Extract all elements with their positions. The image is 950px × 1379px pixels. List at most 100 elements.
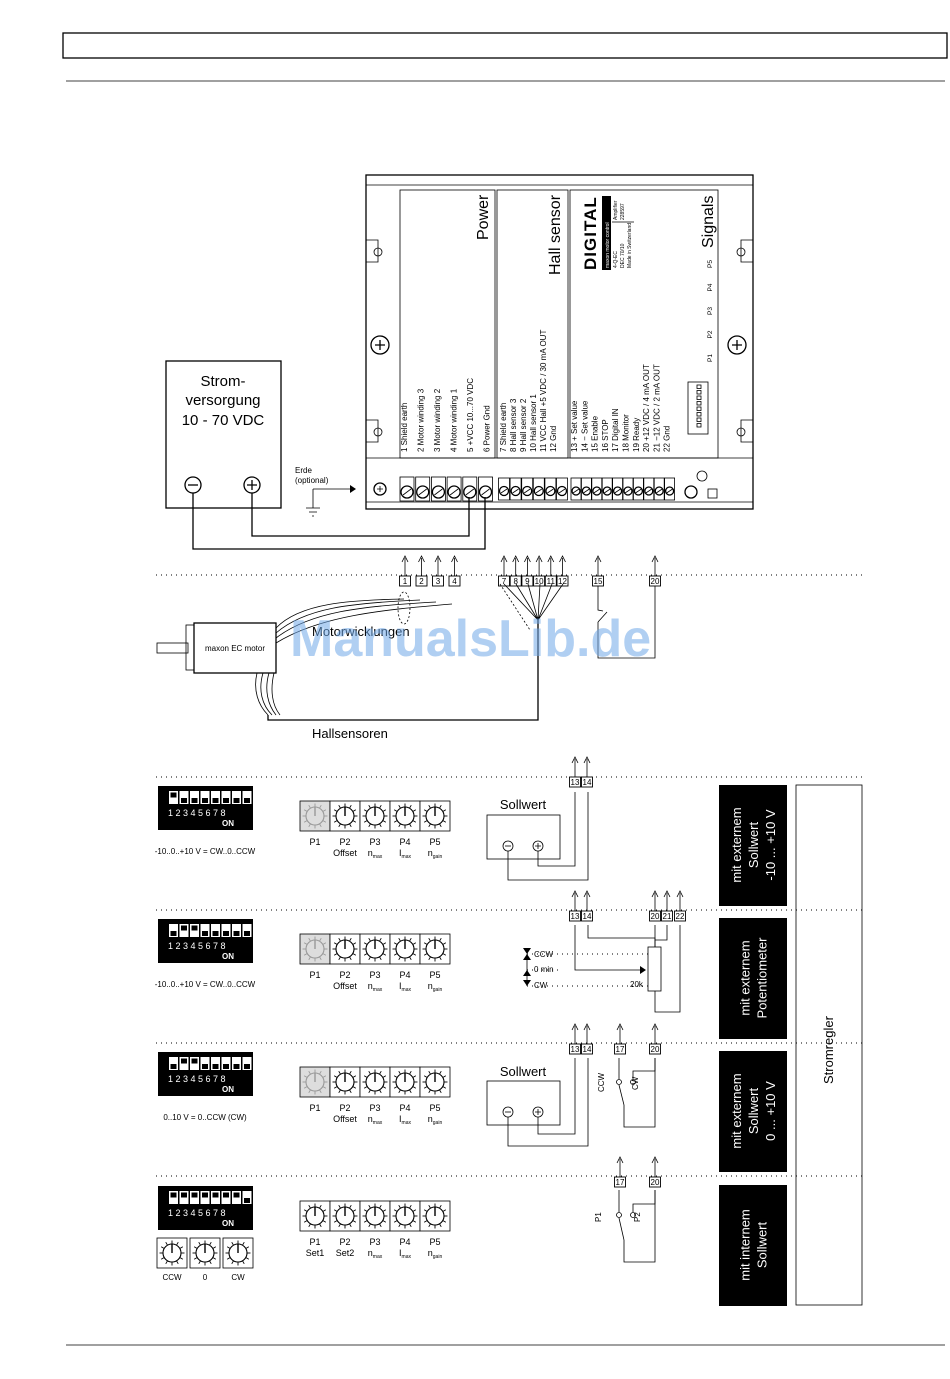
pot-sub: nmax [368,1248,383,1260]
dip-switch[interactable] [242,1191,252,1204]
dip-switch[interactable] [190,791,199,804]
terminal-number: 10 [535,577,544,586]
dip-switch[interactable] [200,924,210,937]
watermark: ManualsLib.de [290,610,651,668]
dip-numbers: 1 2 3 4 5 6 7 8 [168,941,226,951]
terminal-number: 11 [547,577,556,586]
mode-box [719,918,787,1039]
connector-icon [707,488,718,499]
dip-switch[interactable] [200,1057,210,1070]
knob-label: CCW [162,1273,182,1282]
header-frame [62,32,948,59]
mode-label: mit externem [738,940,753,1015]
brand-bar [602,196,611,270]
dip-switch[interactable] [211,1057,220,1070]
sec1-setpoint: Sollwert [486,792,589,881]
power-terminal-label: 5 +VCC 10...70 VDC [466,378,475,452]
terminal-tag [415,575,428,587]
pot-name: P1 [309,970,320,980]
dip-switch[interactable] [211,924,220,937]
controller-unit: Power Hall sensor Signals DIGITAL maxon … [365,174,754,510]
dip-switch[interactable] [232,924,241,937]
pot-sub: nmax [368,848,383,860]
pot-name: P2 [339,970,350,980]
pot-sub: Offset [333,1114,357,1124]
cw-label: CW [534,981,548,990]
mode-label: Potentiometer [755,937,770,1019]
hall-terminal-label: 12 Gnd [549,426,558,452]
dip-switch[interactable] [221,1057,231,1070]
terminal-tag [432,575,444,587]
terminal-number: 15 [594,577,603,586]
ccw-label: CCW [534,950,554,959]
power-title: Power [475,194,492,240]
signal-terminal-label: 16 STOP [601,419,610,452]
terminal-screw-icon [602,486,612,496]
terminal-tag [674,910,686,922]
mode-box [719,785,787,906]
pot-name: P3 [369,1103,380,1113]
dip-switch[interactable] [169,924,178,937]
signal-terminal-label: 22 Gnd [663,426,672,452]
terminal-screw-icon [571,486,581,496]
digital-logo: DIGITAL [581,196,600,270]
dip-switch [696,395,702,400]
dip-switch[interactable] [169,1057,178,1070]
dip-switch[interactable] [232,1057,241,1070]
mode-label: mit externem [729,1073,744,1148]
dip-switch[interactable] [221,791,231,804]
pot-sub: Set2 [336,1248,355,1258]
terminal-number: 1 [403,577,408,586]
hall-terminal-label: 8 Hall sensor 3 [509,398,518,452]
terminal-number: 17 [616,1178,625,1187]
terminal-tag [649,1043,661,1055]
pot-sub: ngain [428,848,443,860]
terminal-tag [581,776,593,788]
pot-sub: Imax [399,1248,411,1260]
terminal-screw-icon [416,485,430,499]
terminal-tag [498,575,510,587]
terminal-tag [649,1176,661,1188]
motor-label: maxon EC motor [205,644,265,653]
internal-pot-label: P1 [707,354,714,362]
terminal-screw-icon [612,486,623,496]
dip-switch[interactable] [211,791,220,804]
hall-terminal-label: 9 Hall sensor 2 [519,398,528,452]
pot-name: P2 [339,1103,350,1113]
brand-line: DEC 70/10 [620,243,626,268]
supply-line: versorgung [185,392,260,409]
terminal-screw-icon [644,486,654,496]
dip-switch[interactable] [221,924,231,937]
dip-on-label: ON [222,1085,234,1094]
dip-switch[interactable] [242,924,252,937]
pot-name: P1 [309,837,320,847]
dip-switch[interactable] [232,791,241,804]
signal-terminal-label: 19 Ready [632,418,641,452]
dip-on-label: ON [222,952,234,961]
windings-label: Motorwicklungen [312,624,410,639]
dip-switch[interactable] [179,791,189,804]
mode-label: Sollwert [746,822,761,869]
dip-numbers: 1 2 3 4 5 6 7 8 [168,808,226,818]
terminal-screw-icon [581,486,592,496]
dip-switch[interactable] [242,1057,252,1070]
pot-name: P4 [399,1237,410,1247]
power-terminal-label: 1 Shield earth [400,403,409,452]
dip-switch [696,417,702,422]
dip-switch[interactable] [200,791,210,804]
signal-terminal-label: 20 +12 VDC / 4 mA OUT [642,364,651,452]
terminal-number: 20 [651,577,660,586]
signal-terminal-label: 13 + Set value [570,400,579,452]
internal-dip [687,381,709,435]
terminal-number: 4 [452,577,457,586]
dip-caption: -10..0..+10 V = CW..0..CCW [155,847,256,856]
terminal-tag [509,575,522,587]
dip-switch[interactable] [242,791,252,804]
terminal-tag [614,1176,626,1188]
terminal-number: 17 [616,1045,625,1054]
terminal-tag [569,776,581,788]
dip-switch [696,423,702,428]
terminal-screw-icon [545,485,556,497]
power-supply: Strom- versorgung 10 - 70 VDC [165,360,282,509]
